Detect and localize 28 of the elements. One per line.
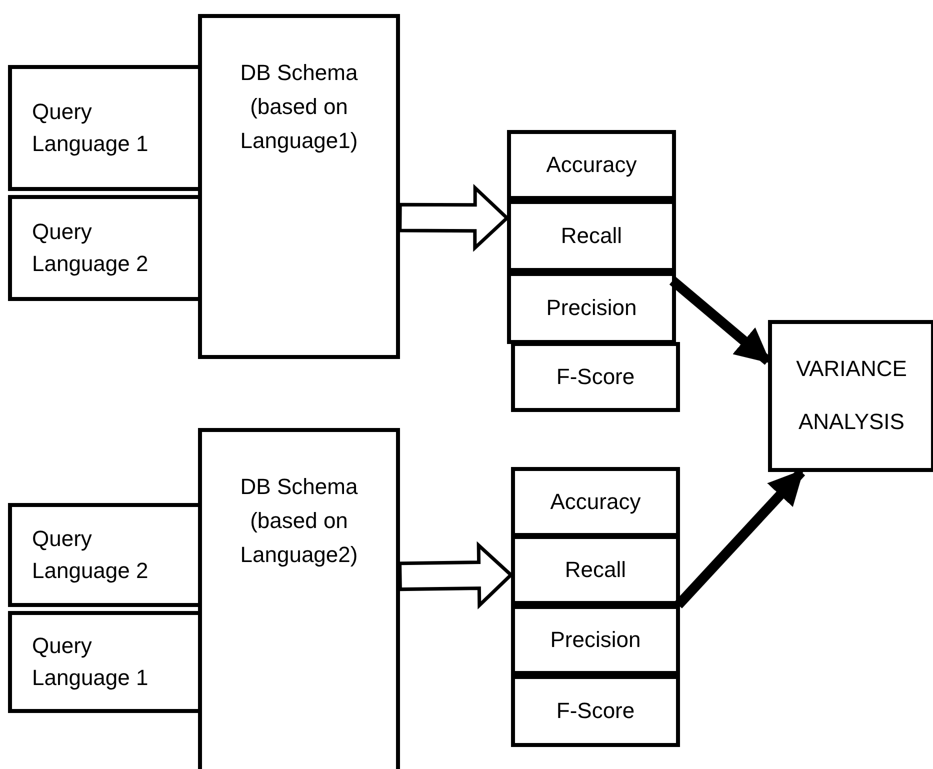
box-label: VARIANCE ANALYSIS xyxy=(795,355,908,436)
box-label: Precision xyxy=(550,626,641,654)
metric-box xyxy=(507,272,676,344)
box-label: Query Language 2 xyxy=(32,218,150,278)
block-arrow xyxy=(398,184,510,252)
box-label: Query Language 1 xyxy=(32,632,150,692)
result-box xyxy=(768,320,933,472)
box-label: Accuracy xyxy=(550,488,641,516)
metric-box xyxy=(511,467,680,537)
metric-box xyxy=(511,535,680,605)
block-arrow xyxy=(398,541,514,610)
schema-box xyxy=(198,14,400,359)
box-label: Query Language 1 xyxy=(32,98,150,158)
schema-box xyxy=(198,428,400,769)
box-label: Precision xyxy=(546,294,637,322)
box-label: DB Schema (based on Language1) xyxy=(239,59,359,156)
box-label: Query Language 2 xyxy=(32,525,150,585)
metric-box xyxy=(511,675,680,747)
box-label: F-Score xyxy=(556,698,635,724)
box-label: Accuracy xyxy=(546,152,637,178)
box-label: DB Schema (based on Language2) xyxy=(239,473,359,570)
metric-box xyxy=(507,200,676,272)
metric-box xyxy=(507,130,676,200)
box-label: Recall xyxy=(560,222,622,250)
metric-box xyxy=(511,342,680,412)
box-label: F-Score xyxy=(556,364,635,390)
metric-box xyxy=(511,605,680,675)
box-label: Recall xyxy=(564,556,626,584)
